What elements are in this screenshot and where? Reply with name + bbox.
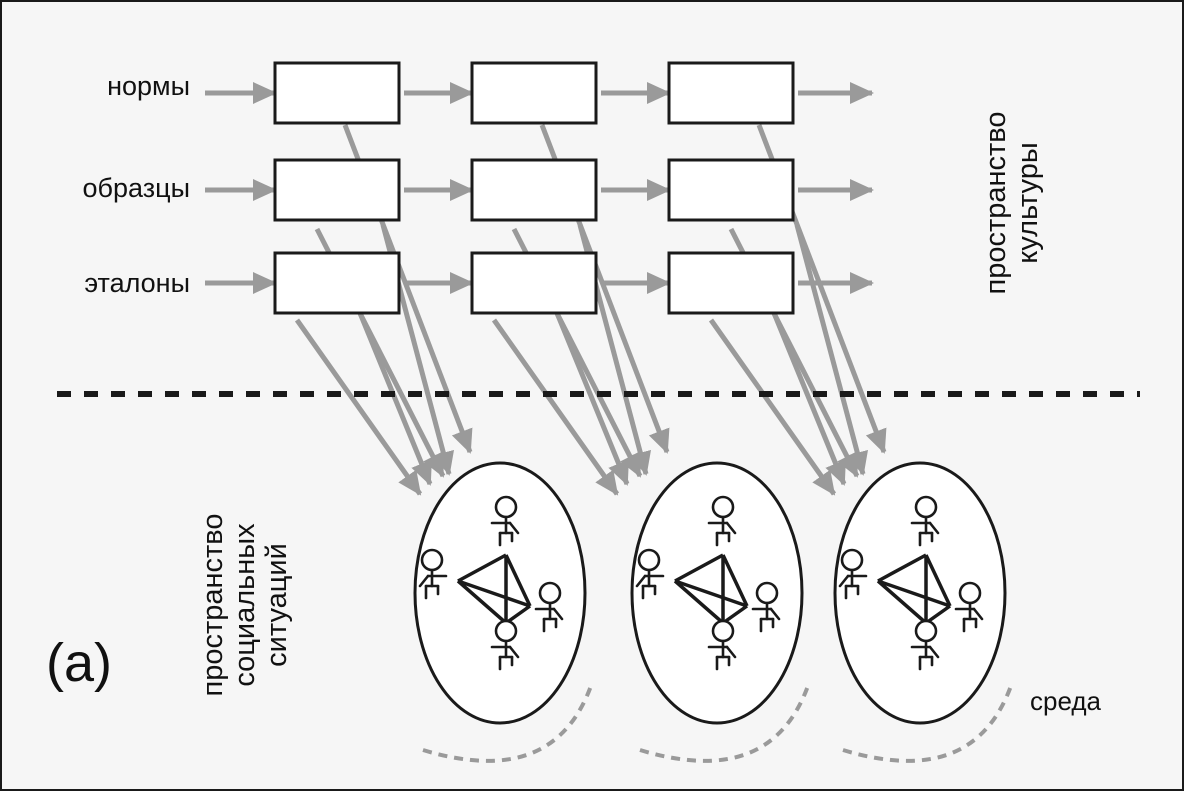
culture-box-r1-c2: [667, 158, 795, 222]
influence-arrow-0-3: [357, 312, 433, 486]
relation-line-1-2: [673, 579, 725, 625]
person-icon-1-top: [707, 495, 737, 547]
influence-arrow-1-3: [554, 312, 630, 486]
social-label-line-3: ситуаций: [261, 543, 293, 667]
relation-line-1-5: [721, 604, 749, 625]
person-icon-2-top: [910, 495, 940, 547]
culture-box-r0-c1: [470, 61, 598, 125]
relation-line-2-5: [924, 604, 952, 625]
culture-space-label: пространство культуры: [980, 68, 1050, 338]
relation-line-0-5: [504, 604, 532, 625]
influence-arrow-2-3: [771, 312, 847, 486]
social-situation-0: [413, 461, 587, 725]
culture-box-r2-c1: [470, 251, 598, 315]
influence-arrow-1-4: [491, 318, 620, 496]
relation-line-1-3: [721, 554, 749, 607]
person-icon-1-right: [751, 581, 781, 633]
person-icon-1-left: [635, 548, 665, 600]
environment-arc-2: [842, 682, 1014, 763]
relation-line-0-1: [457, 579, 531, 608]
row-label-patterns: образцы: [82, 173, 190, 203]
culture-box-r2-c0: [273, 251, 401, 315]
person-icon-0-top: [490, 495, 520, 547]
row-label-standards: эталоны: [84, 268, 190, 298]
person-icon-2-right: [954, 581, 984, 633]
culture-box-r0-c0: [273, 61, 401, 125]
situation-layer: [413, 461, 1014, 763]
culture-label-line-2: культуры: [1012, 142, 1044, 264]
person-icon-0-bottom: [490, 619, 520, 671]
culture-box-r0-c2: [667, 61, 795, 125]
influence-arrow-2-1: [794, 224, 868, 476]
culture-label-line-1: пространство: [980, 111, 1012, 295]
person-icon-0-right: [534, 581, 564, 633]
box-layer: [273, 61, 795, 315]
environment-arc-0: [422, 682, 594, 763]
relation-line-2-0: [877, 553, 927, 583]
person-icon-0-left: [418, 548, 448, 600]
figure-label: (a): [46, 633, 112, 693]
person-icon-2-bottom: [910, 619, 940, 671]
environment-label: среда: [1030, 686, 1101, 716]
relation-line-1-1: [674, 579, 748, 608]
culture-box-r1-c0: [273, 158, 401, 222]
social-situation-2: [833, 461, 1007, 725]
relation-line-0-3: [504, 554, 532, 607]
relation-line-0-0: [457, 553, 507, 583]
person-icon-2-left: [838, 548, 868, 600]
social-space-label: пространство социальных ситуаций: [197, 460, 297, 750]
person-icon-1-bottom: [707, 619, 737, 671]
influence-arrow-0-4: [294, 318, 423, 496]
relation-line-2-3: [924, 554, 952, 607]
social-situation-1: [630, 461, 804, 725]
culture-box-r1-c1: [470, 158, 598, 222]
culture-box-r2-c2: [667, 251, 795, 315]
environment-arc-1: [639, 682, 811, 763]
social-label-line-1: пространство: [197, 513, 229, 697]
relation-line-1-0: [674, 553, 724, 583]
relation-line-2-1: [877, 579, 951, 608]
relation-line-2-2: [876, 579, 928, 625]
influence-arrow-2-4: [708, 318, 837, 496]
social-label-line-2: социальных: [229, 523, 261, 687]
relation-line-0-2: [456, 579, 508, 625]
row-label-norms: нормы: [107, 71, 190, 101]
